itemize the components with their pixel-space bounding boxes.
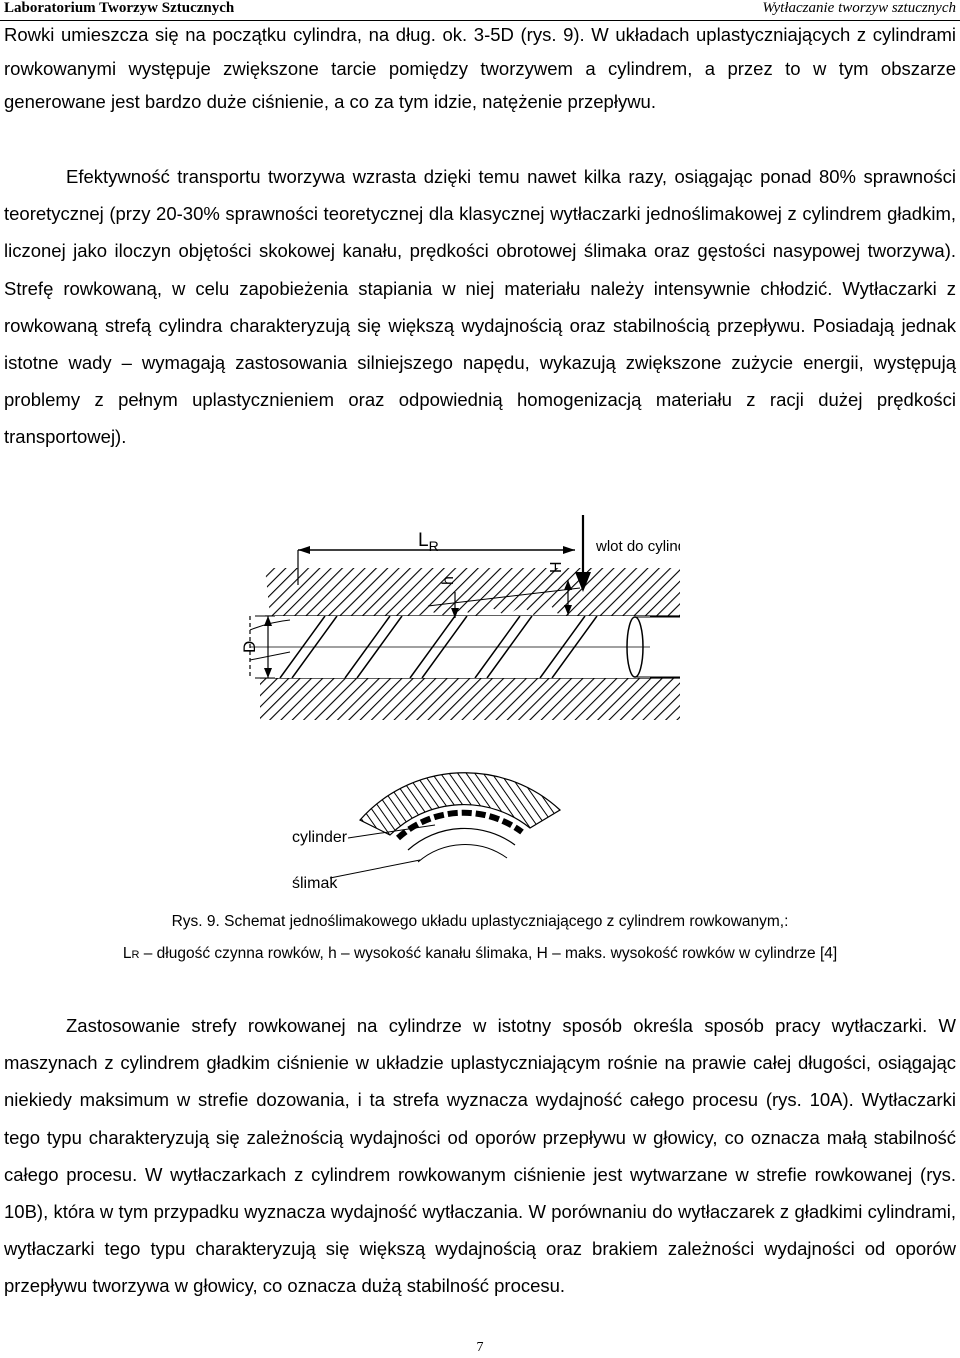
paragraph-transport-efficiency: Efektywność transportu tworzywa wzrasta … (4, 166, 956, 448)
barrel-top-section (265, 568, 680, 617)
caption-legend-text: – długość czynna rowków, h – wysokość ka… (139, 945, 838, 962)
paragraph-grooved-zone-operation: Zastosowanie strefy rowkowanej na cylind… (4, 1015, 956, 1297)
page-number: 7 (476, 1340, 484, 1355)
H-label: H (548, 561, 565, 573)
paragraph-grooves-intro: Rowki umieszcza się na początku cylindra… (4, 24, 956, 112)
inlet-label: wlot do cylindra (595, 538, 680, 555)
lr-dimension: LR (297, 530, 575, 585)
barrel-bottom-section (260, 677, 680, 720)
cylinder-label: cylinder (292, 829, 348, 846)
cross-section-detail: cylinder ślimak (292, 772, 561, 892)
header-lab-name: Laboratorium Tworzyw Sztucznych (4, 0, 235, 16)
h-dimension: h (440, 576, 459, 618)
screw-label: ślimak (292, 875, 338, 892)
lr-label: LR (418, 530, 439, 554)
figure-caption-line1: Rys. 9. Schemat jednoślimakowego układu … (171, 913, 789, 930)
page-header: Laboratorium Tworzyw Sztucznych Wytłacza… (0, 0, 960, 21)
h-label: h (440, 576, 457, 585)
figure-caption-line2: LR – długość czynna rowków, h – wysokość… (0, 945, 960, 963)
D-dimension: D (240, 615, 275, 679)
header-section-title: Wytłaczanie tworzyw sztucznych (762, 0, 956, 16)
H-dimension: H (548, 561, 572, 615)
grooved-barrel-diagram: LR wlot do cylindra h H (240, 515, 680, 892)
caption-lr-subscript: R (131, 949, 140, 961)
screw-core (249, 615, 680, 679)
D-label: D (240, 641, 259, 653)
caption-lr-symbol: L (122, 945, 132, 962)
